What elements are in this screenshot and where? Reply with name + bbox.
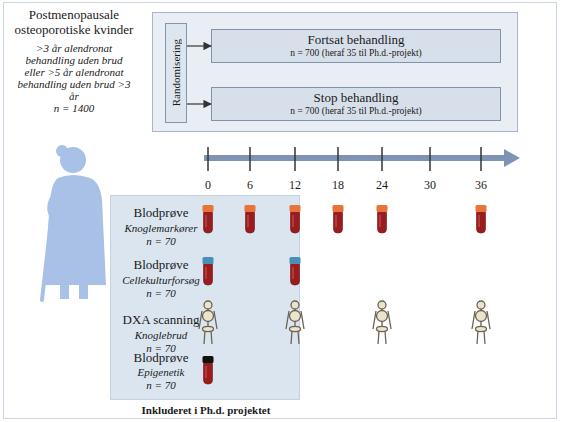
row-label: Blodprøve <box>111 206 211 221</box>
tick-mark <box>249 147 251 171</box>
row-label: Cellekulturforsøg <box>111 274 211 287</box>
left-column: Postmenopausale osteoporotiske kvinder >3… <box>10 8 138 114</box>
tick-mark <box>207 147 209 171</box>
row-label: Epigenetik <box>111 366 211 379</box>
time-label: 36 <box>466 179 496 193</box>
tick-mark <box>480 147 482 171</box>
time-label: 24 <box>367 179 397 193</box>
arm-title: Stop behandling <box>314 91 399 106</box>
random-box: Randomisering <box>165 23 187 123</box>
decorations <box>4 3 557 419</box>
tick-mark <box>294 147 296 171</box>
time-label: 12 <box>280 179 310 193</box>
row-label: Blodprøve <box>111 351 211 366</box>
population-note: >3 år alendronat behandling uden brud el… <box>10 42 138 102</box>
time-label: 30 <box>415 179 445 193</box>
time-label: 0 <box>193 179 223 193</box>
population-title: Postmenopausale osteoporotiske kvinder <box>10 8 138 38</box>
row-label: Knoglebrud <box>111 329 211 342</box>
row-label: Knoglemarkører <box>111 222 211 235</box>
time-label: 18 <box>323 179 353 193</box>
blood-tube <box>377 205 388 233</box>
row-label: n = 70 <box>111 379 211 392</box>
tick-mark <box>429 147 431 171</box>
row-label: n = 70 <box>111 287 211 300</box>
blood-tube <box>333 205 344 233</box>
arm-count: n = 700 (heraf 35 til Ph.d.-projekt) <box>290 48 421 59</box>
group-panel: RandomiseringFortsat behandlingn = 700 (… <box>152 12 518 132</box>
row-label: DXA scanning <box>111 313 211 328</box>
timeline-axis <box>204 147 520 171</box>
arm-title: Fortsat behandling <box>307 33 404 48</box>
phd-panel: BlodprøveKnoglemarkørern = 70BlodprøveCe… <box>110 195 300 400</box>
arm-box: Stop behandlingn = 700 (heraf 35 til Ph.… <box>211 87 501 121</box>
skeleton-icon <box>373 301 391 344</box>
person-icon <box>42 145 106 300</box>
outer-frame <box>4 3 557 419</box>
time-label: 6 <box>235 179 265 193</box>
row-label: Blodprøve <box>111 258 211 273</box>
arm-count: n = 700 (heraf 35 til Ph.d.-projekt) <box>290 106 421 117</box>
tick-mark <box>381 147 383 171</box>
panel-caption: Inkluderet i Ph.d. projektet <box>111 404 301 417</box>
tick-mark <box>337 147 339 171</box>
population-note: n = 1400 <box>10 102 138 114</box>
blood-tube <box>476 205 487 233</box>
skeleton-icon <box>472 301 490 344</box>
arm-box: Fortsat behandlingn = 700 (heraf 35 til … <box>211 29 501 63</box>
row-label: n = 70 <box>111 235 211 248</box>
random-label: Randomisering <box>170 39 182 106</box>
